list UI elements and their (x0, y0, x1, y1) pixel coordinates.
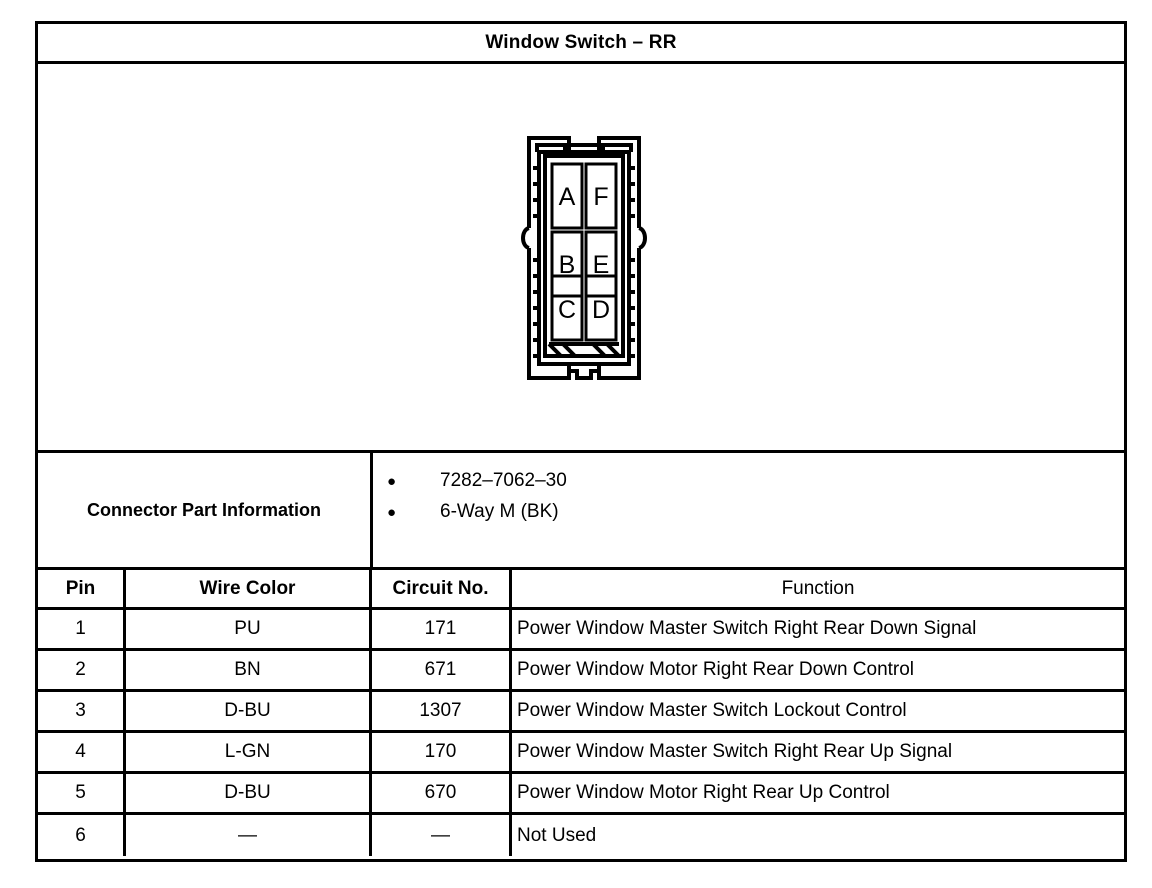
cavity-label-E: E (593, 251, 610, 279)
part-info-item: ● 7282–7062–30 (373, 465, 1124, 496)
connector-illustration: A F B E C D (38, 64, 1124, 450)
cavity-label-C: C (558, 296, 576, 324)
cell-circuit-no: 1307 (372, 692, 512, 730)
bullet-icon: ● (386, 504, 397, 521)
cavity-E (584, 230, 618, 298)
cell-circuit-no: 670 (372, 774, 512, 812)
bottom-left-tab (527, 364, 571, 380)
connector-part-information-row: Connector Part Information ● 7282–7062–3… (38, 453, 1124, 570)
cell-pin: 1 (38, 610, 126, 648)
cavity-B (550, 230, 584, 298)
cell-circuit-no: — (372, 815, 512, 856)
cell-function: Power Window Master Switch Right Rear Do… (517, 618, 977, 639)
connector-part-information-label: Connector Part Information (38, 453, 373, 567)
cavity-label-F: F (593, 183, 608, 211)
cell-wire-color: BN (126, 651, 372, 689)
cavity-A (550, 162, 584, 230)
cell-pin: 5 (38, 774, 126, 812)
part-info-item: ● 6-Way M (BK) (373, 496, 1124, 527)
table-row: 2 BN 671 Power Window Motor Right Rear D… (38, 651, 1124, 692)
sheet-title-row: Window Switch – RR (38, 24, 1124, 64)
cell-circuit-no: 671 (372, 651, 512, 689)
table-row: 5 D-BU 670 Power Window Motor Right Rear… (38, 774, 1124, 815)
right-latch-bump (638, 226, 647, 250)
column-header-circuit-no: Circuit No. (372, 570, 512, 607)
housing-secondary-wall (543, 154, 625, 358)
cavity-label-A: A (559, 183, 576, 211)
cavity-C (550, 274, 584, 342)
cell-function: Power Window Motor Right Rear Up Control (517, 782, 890, 803)
connector-face-view-icon: A F B E C D (521, 136, 647, 380)
column-header-function: Function (781, 577, 855, 599)
cavity-label-D: D (592, 296, 610, 324)
cell-circuit-no: 171 (372, 610, 512, 648)
cell-function: Power Window Master Switch Right Rear Up… (517, 741, 953, 762)
pin-table: Pin Wire Color Circuit No. Function 1 PU… (38, 570, 1124, 859)
cell-wire-color: L-GN (126, 733, 372, 771)
table-row: 1 PU 171 Power Window Master Switch Righ… (38, 610, 1124, 651)
cell-function: Power Window Motor Right Rear Down Contr… (517, 659, 915, 680)
table-row: 3 D-BU 1307 Power Window Master Switch L… (38, 692, 1124, 733)
table-row: 6 — — Not Used (38, 815, 1124, 856)
part-number: 7282–7062–30 (440, 470, 567, 491)
column-header-wire-color: Wire Color (126, 570, 372, 607)
cavity-F (584, 162, 618, 230)
cell-wire-color: — (126, 815, 372, 856)
cell-pin: 4 (38, 733, 126, 771)
cell-pin: 6 (38, 815, 126, 856)
cell-function: Power Window Master Switch Lockout Contr… (517, 700, 907, 721)
bottom-key-notch (569, 369, 599, 380)
bullet-icon: ● (386, 473, 397, 490)
left-latch-bump (521, 226, 530, 250)
connector-description: 6-Way M (BK) (440, 501, 559, 522)
connector-info-sheet: Window Switch – RR (35, 21, 1127, 862)
cavity-D (584, 274, 618, 342)
cell-circuit-no: 170 (372, 733, 512, 771)
connector-diagram-panel: A F B E C D (38, 64, 1124, 453)
cell-pin: 2 (38, 651, 126, 689)
cell-wire-color: D-BU (126, 692, 372, 730)
cell-function: Not Used (517, 824, 597, 846)
cell-pin: 3 (38, 692, 126, 730)
cell-wire-color: D-BU (126, 774, 372, 812)
column-header-pin: Pin (38, 570, 126, 607)
cell-wire-color: PU (126, 610, 372, 648)
table-row: 4 L-GN 170 Power Window Master Switch Ri… (38, 733, 1124, 774)
connector-part-information-values: ● 7282–7062–30 ● 6-Way M (BK) (373, 453, 1124, 567)
page-title: Window Switch – RR (485, 31, 677, 53)
table-header-row: Pin Wire Color Circuit No. Function (38, 570, 1124, 610)
bottom-right-tab (597, 364, 641, 380)
cavity-label-B: B (559, 251, 576, 279)
